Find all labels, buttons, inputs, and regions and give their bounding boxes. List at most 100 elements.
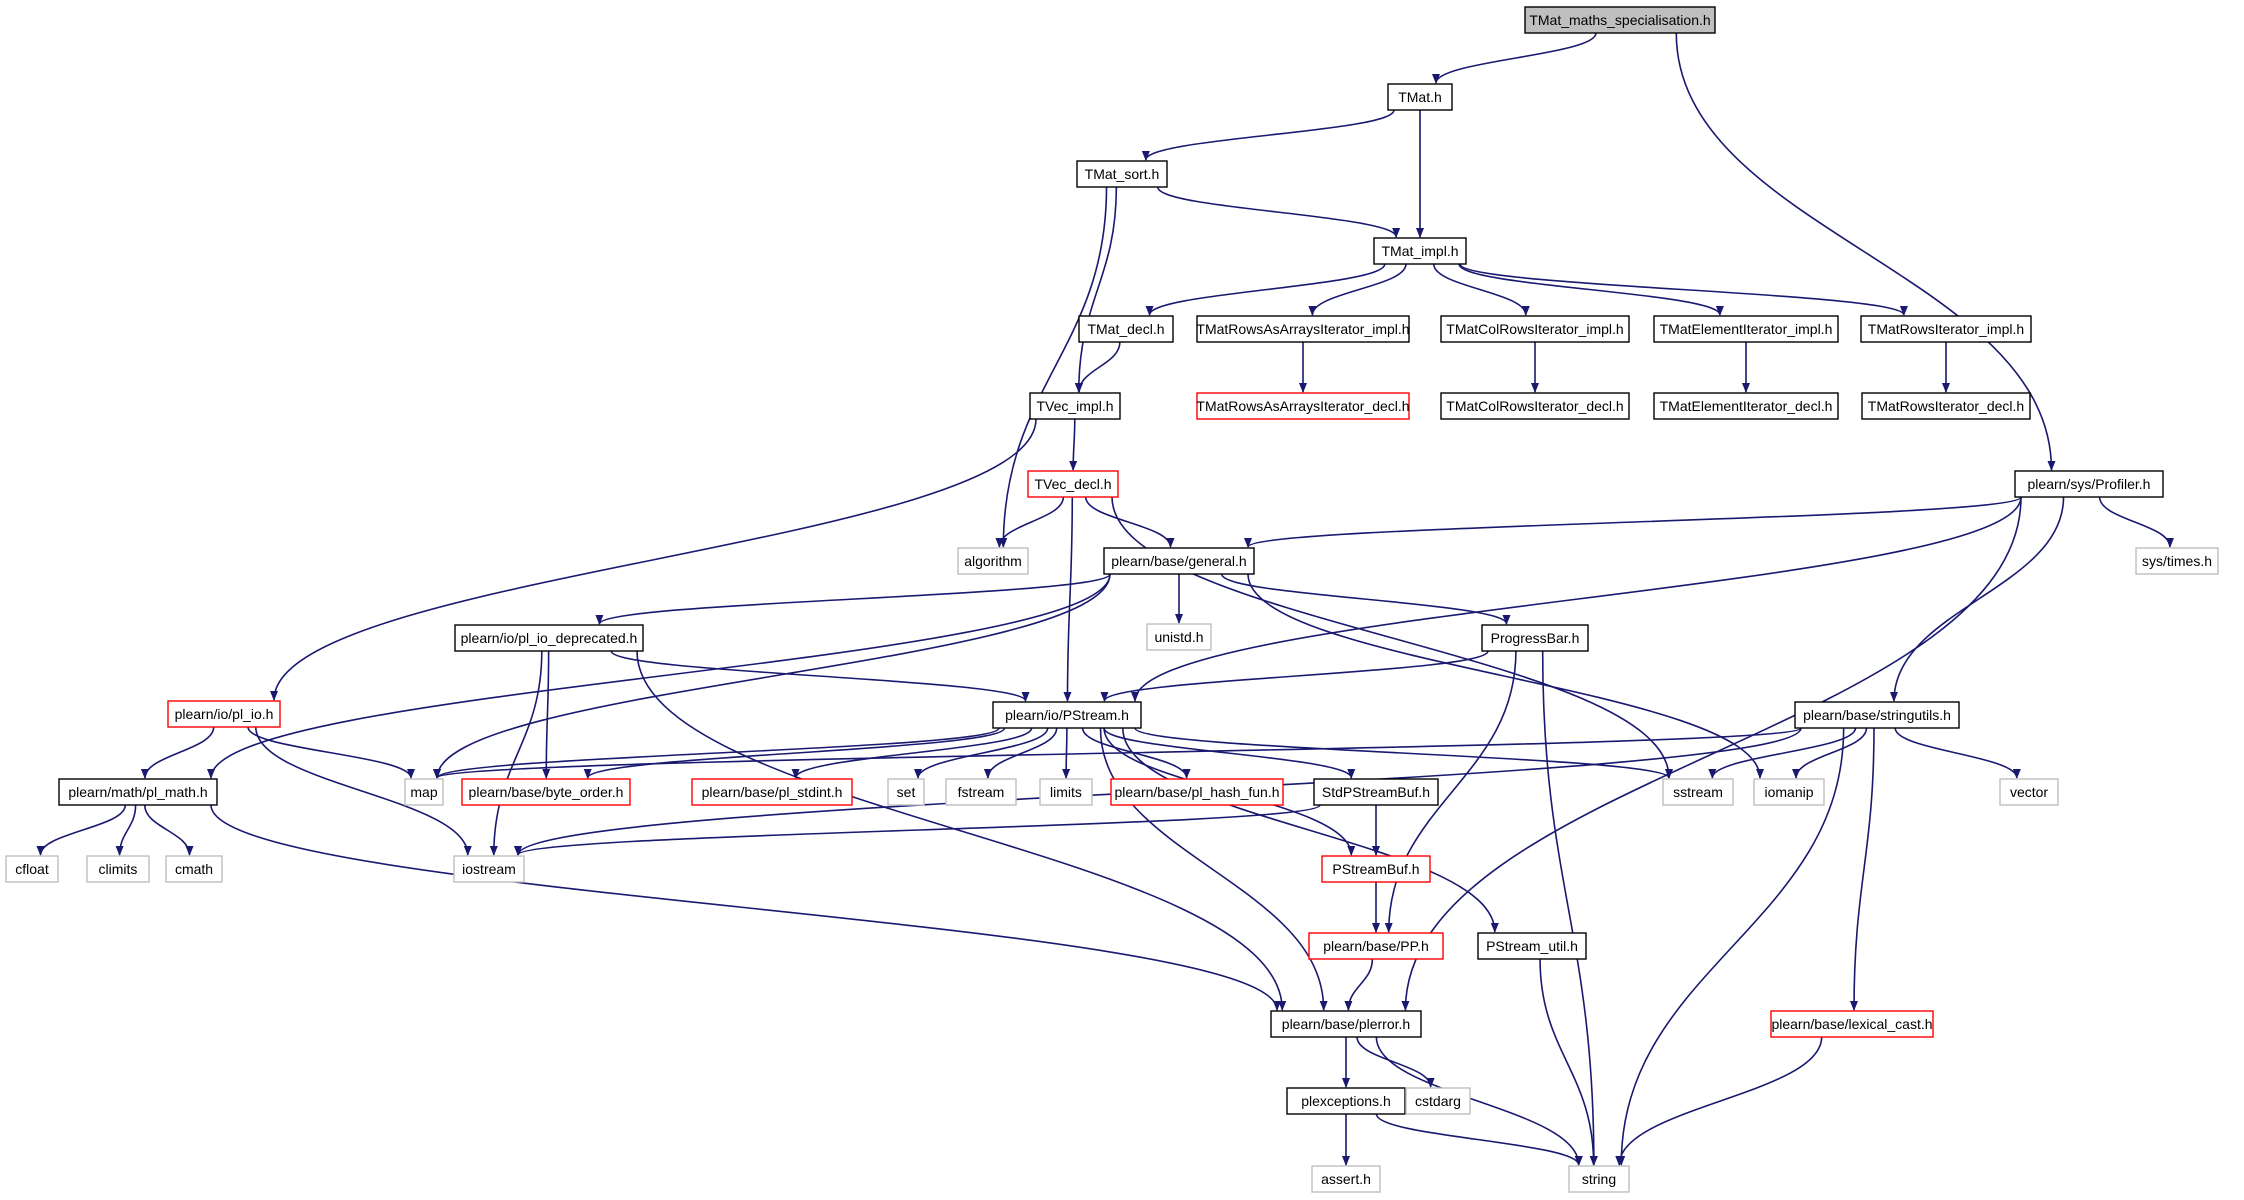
node-cmath: cmath [165, 855, 223, 883]
edge-general-to-progress [1220, 573, 1511, 625]
node-plio[interactable]: plearn/io/pl_io.h [167, 700, 281, 728]
node-box-stringutils [1794, 701, 1960, 729]
node-label-elemit: TMatElementIterator_impl.h [1660, 321, 1833, 337]
edge-pp-to-plerror [1344, 958, 1374, 1011]
node-label-stdpsbuf: StdPStreamBuf.h [1322, 784, 1430, 800]
node-plstdint[interactable]: plearn/base/pl_stdint.h [691, 778, 853, 806]
edge-tmatsort-to-algorithm [999, 186, 1108, 548]
node-sstream: sstream [1662, 778, 1734, 806]
node-progress[interactable]: ProgressBar.h [1481, 624, 1589, 652]
node-colrowsdecl[interactable]: TMatColRowsIterator_decl.h [1440, 392, 1630, 420]
node-stringutils[interactable]: plearn/base/stringutils.h [1794, 701, 1960, 729]
node-psutil[interactable]: PStream_util.h [1477, 932, 1587, 960]
node-fstream: fstream [945, 778, 1017, 806]
node-label-rowsitdecl: TMatRowsIterator_decl.h [1868, 398, 2024, 414]
node-box-rowsitdecl [1861, 392, 2031, 420]
node-label-cstdarg: cstdarg [1415, 1093, 1461, 1109]
edge-lexcast-to-string [1615, 1036, 1823, 1166]
node-lexcast[interactable]: plearn/base/lexical_cast.h [1770, 1010, 1934, 1038]
edge-profiler-to-general [1244, 496, 2022, 548]
node-tmatsort[interactable]: TMat_sort.h [1076, 160, 1168, 188]
node-pp[interactable]: plearn/base/PP.h [1308, 932, 1444, 960]
node-label-general: plearn/base/general.h [1111, 553, 1246, 569]
node-tmatimpl[interactable]: TMat_impl.h [1373, 237, 1467, 265]
node-box-systimes [2135, 547, 2219, 575]
node-rowsitdecl[interactable]: TMatRowsIterator_decl.h [1861, 392, 2031, 420]
edge-stringutils-to-lexcast [1850, 727, 1875, 1011]
edge-pstream-to-limits [1062, 727, 1071, 779]
node-label-psutil: PStream_util.h [1486, 938, 1578, 954]
node-general[interactable]: plearn/base/general.h [1103, 547, 1255, 575]
node-box-lexcast [1770, 1010, 1934, 1038]
node-box-pstream [992, 701, 1142, 729]
edge-plexc-to-string [1375, 1113, 1583, 1166]
node-psbuf[interactable]: PStreamBuf.h [1321, 855, 1431, 883]
node-profiler[interactable]: plearn/sys/Profiler.h [2014, 470, 2164, 498]
node-box-map [404, 778, 444, 806]
node-rowsarr[interactable]: TMatRowsAsArraysIterator_impl.h [1196, 315, 1410, 343]
edge-psutil-to-string [1539, 958, 1598, 1166]
node-label-unistd: unistd.h [1154, 629, 1203, 645]
node-colrows[interactable]: TMatColRowsIterator_impl.h [1440, 315, 1630, 343]
edge-pstream-to-plerror [1099, 727, 1328, 1011]
node-tmatdecl[interactable]: TMat_decl.h [1078, 315, 1174, 343]
node-plmath[interactable]: plearn/math/pl_math.h [58, 778, 218, 806]
node-hashfun[interactable]: plearn/base/pl_hash_fun.h [1110, 778, 1284, 806]
node-elemit[interactable]: TMatElementIterator_impl.h [1653, 315, 1839, 343]
node-stdpsbuf[interactable]: StdPStreamBuf.h [1313, 778, 1439, 806]
edge-profiler-to-plerror [1401, 496, 2022, 1011]
edge-tmatimpl-to-rowsit [1459, 263, 1908, 316]
node-box-elemit [1653, 315, 1839, 343]
node-pstream[interactable]: plearn/io/PStream.h [992, 701, 1142, 729]
node-box-psutil [1477, 932, 1587, 960]
edge-pstream-to-psutil [1122, 727, 1499, 933]
node-box-plmath [58, 778, 218, 806]
edge-plmath-to-cfloat [36, 804, 127, 856]
edge-tmatdecl-to-tvecimpl [1075, 341, 1121, 393]
node-rowsit[interactable]: TMatRowsIterator_impl.h [1860, 315, 2032, 343]
node-label-colrows: TMatColRowsIterator_impl.h [1446, 321, 1623, 337]
edge-tvecdecl-to-algorithm [995, 496, 1065, 548]
node-box-climits [86, 855, 150, 883]
node-plexc[interactable]: plexceptions.h [1286, 1087, 1406, 1115]
node-label-algorithm: algorithm [964, 553, 1022, 569]
node-box-unistd [1146, 623, 1212, 651]
node-label-progress: ProgressBar.h [1491, 630, 1580, 646]
edge-pstream-to-fstream [983, 727, 1058, 779]
node-pliodep[interactable]: plearn/io/pl_io_deprecated.h [454, 624, 644, 652]
node-box-set [887, 778, 925, 806]
node-byteorder[interactable]: plearn/base/byte_order.h [461, 778, 631, 806]
node-box-plexc [1286, 1087, 1406, 1115]
node-rowsarrdecl[interactable]: TMatRowsAsArraysIterator_decl.h [1196, 392, 1410, 420]
node-label-rowsarr: TMatRowsAsArraysIterator_impl.h [1196, 321, 1409, 337]
node-box-rowsarrdecl [1196, 392, 1410, 420]
node-asserth: assert.h [1311, 1165, 1381, 1193]
edge-profiler-to-pstream [1131, 496, 2022, 702]
node-label-tmatsort: TMat_sort.h [1085, 166, 1160, 182]
node-label-set: set [897, 784, 916, 800]
node-box-limits [1039, 778, 1093, 806]
edge-pstream-to-stdpsbuf [1103, 727, 1356, 779]
node-root[interactable]: TMat_maths_specialisation.h [1524, 6, 1716, 34]
node-box-elemitdecl [1653, 392, 1839, 420]
node-label-elemitdecl: TMatElementIterator_decl.h [1660, 398, 1833, 414]
node-label-map: map [410, 784, 437, 800]
node-label-colrowsdecl: TMatColRowsIterator_decl.h [1446, 398, 1623, 414]
edge-general-to-pliodep [595, 573, 1111, 625]
edge-stringutils-to-vector [1894, 727, 2021, 779]
node-string: string [1568, 1165, 1630, 1193]
edge-pliodep-to-iostream [489, 650, 543, 856]
node-tvecimpl[interactable]: TVec_impl.h [1029, 392, 1121, 420]
node-box-tvecimpl [1029, 392, 1121, 420]
node-plerror[interactable]: plearn/base/plerror.h [1270, 1010, 1422, 1038]
edge-plio-to-map [247, 726, 415, 779]
edge-pstream-to-map [433, 727, 1000, 779]
node-tvecdecl[interactable]: TVec_decl.h [1027, 470, 1119, 498]
edge-general-to-map [433, 573, 1111, 779]
node-label-string: string [1582, 1171, 1616, 1187]
edge-stringutils-to-iomanip [1792, 727, 1868, 779]
node-tmat[interactable]: TMat.h [1387, 83, 1453, 111]
node-label-lexcast: plearn/base/lexical_cast.h [1771, 1016, 1932, 1032]
node-elemitdecl[interactable]: TMatElementIterator_decl.h [1653, 392, 1839, 420]
node-box-stdpsbuf [1313, 778, 1439, 806]
